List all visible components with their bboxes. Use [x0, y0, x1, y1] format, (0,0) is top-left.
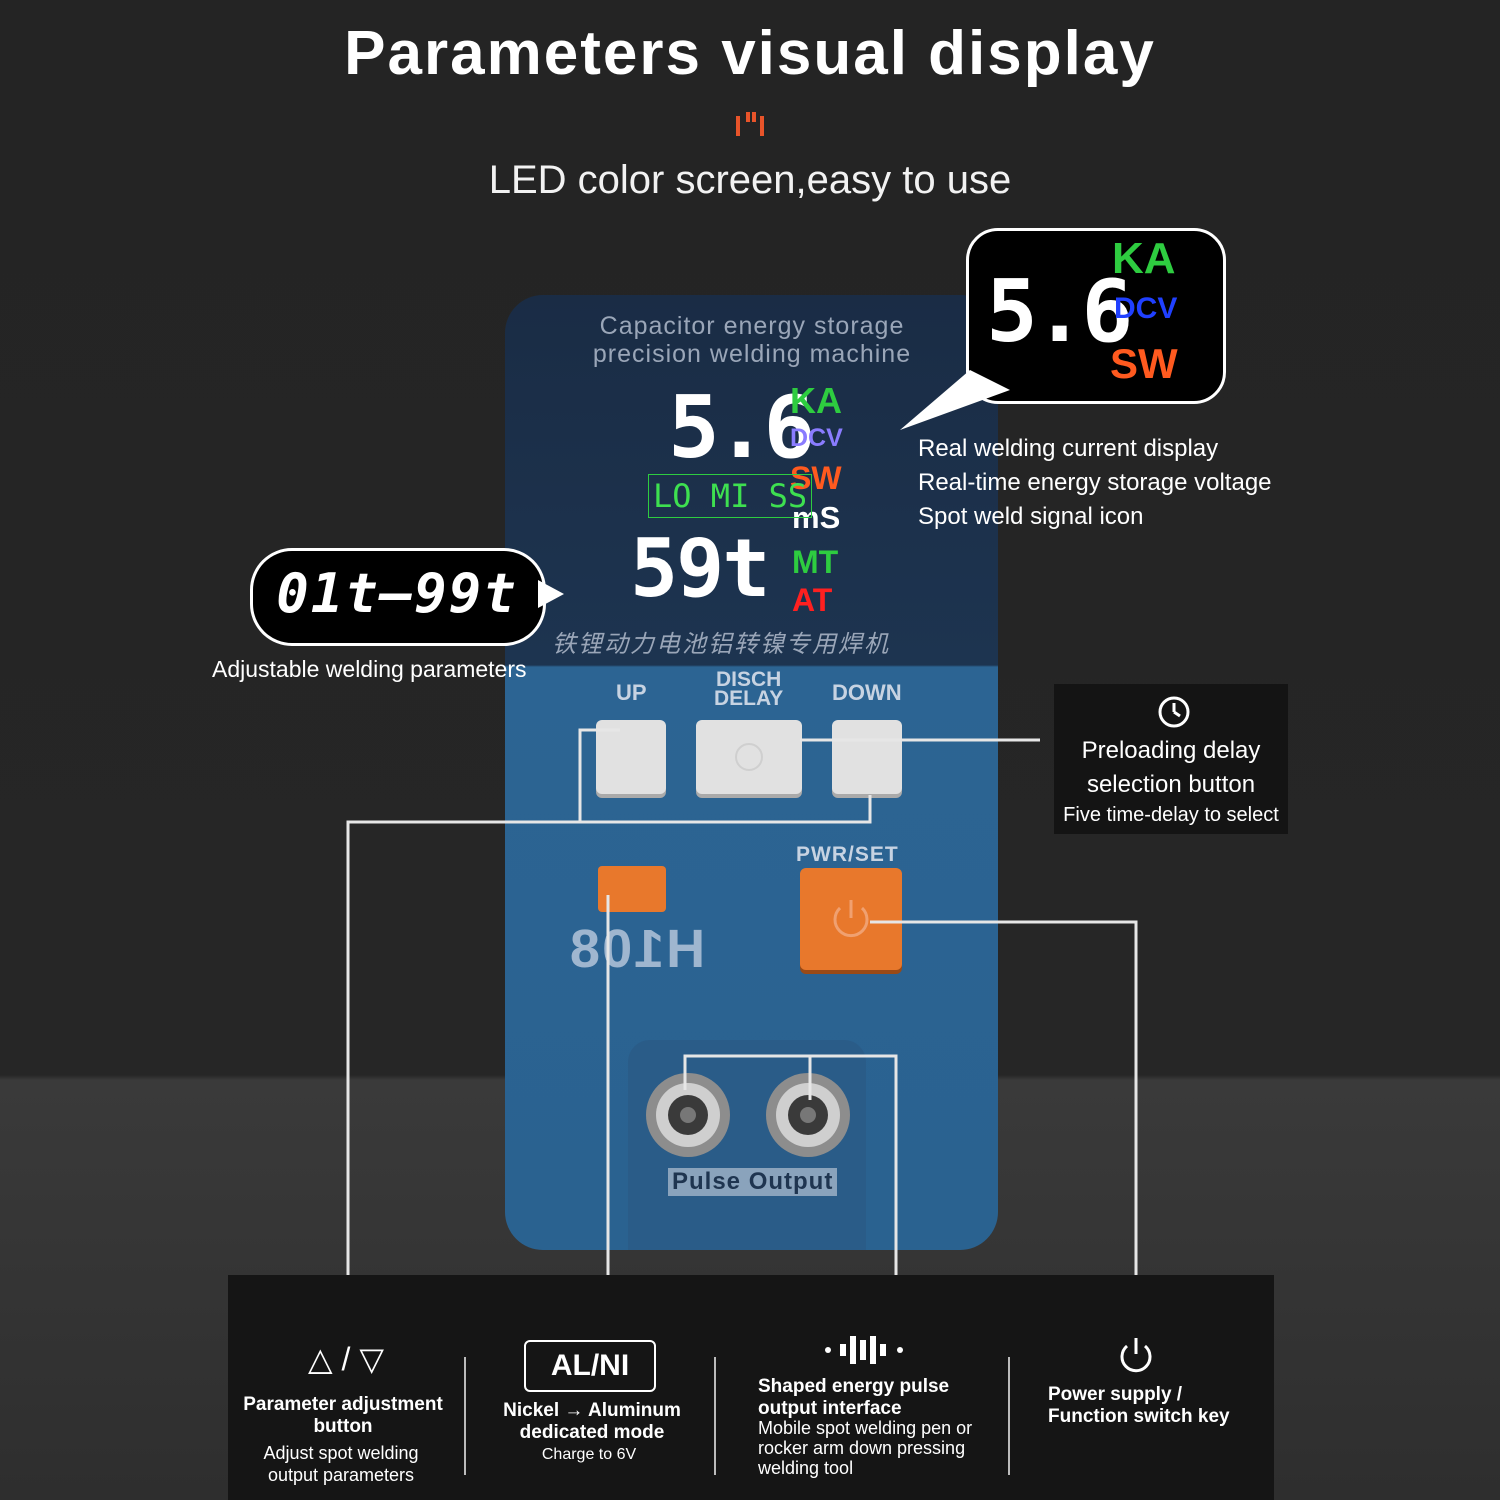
decorative-mark-icon [736, 112, 764, 136]
legend-col1-subtitle: Adjust spot welding output parameters [228, 1442, 454, 1486]
col3-sub-line2: rocker arm down pressing [758, 1438, 966, 1458]
unit-sw-label: SW [790, 460, 842, 496]
mode-indicator: LO MI SS [648, 474, 813, 518]
description-line1: Real welding current display [918, 435, 1219, 462]
legend-divider-3 [1008, 1357, 1010, 1475]
description-line3: Spot weld signal icon [918, 503, 1144, 530]
col3-sub-line1: Mobile spot welding pen or [758, 1418, 973, 1438]
col2-title-line1: Nickel → Aluminum [503, 1400, 681, 1421]
up-button[interactable] [596, 720, 666, 794]
delay-callout-box [1054, 684, 1288, 834]
pulse-output-left-socket[interactable] [640, 1070, 740, 1160]
down-button-label: DOWN [832, 680, 902, 705]
down-button[interactable] [832, 720, 902, 794]
current-display-description: Real welding current display Real-time e… [918, 432, 1272, 534]
col1-sub-line2: output parameters [267, 1465, 415, 1485]
legend-col1-title: Parameter adjustment button [228, 1394, 458, 1438]
unit-mt-label: MT [792, 544, 839, 580]
up-down-arrows-icon: △ / ▽ [308, 1341, 384, 1377]
description-line2: Real-time energy storage voltage [918, 469, 1272, 496]
pulse-wave-icon [825, 1336, 903, 1364]
legend-col3-title: Shaped energy pulse output interface [758, 1376, 949, 1420]
disch-label-line2: DELAY [714, 687, 784, 710]
disch-delay-button[interactable] [696, 720, 802, 794]
pwr-set-button[interactable] [800, 868, 902, 970]
screen-label-line2: precision welding machine [592, 340, 912, 368]
device-main-reading: 5.6 [668, 378, 815, 478]
screen-label-line1: Capacitor energy storage [599, 312, 905, 340]
legend-divider-1 [464, 1357, 466, 1475]
unit-ka-label: KA [790, 380, 842, 421]
parameter-range-caption: Adjustable welding parameters [212, 656, 527, 682]
disch-label-line1: DISCH [715, 668, 782, 691]
parameter-range-value: 01t—99t [276, 562, 518, 625]
legend-col2-title: Nickel → Aluminum dedicated mode [482, 1400, 702, 1444]
callout-unit-sw: SW [1110, 340, 1178, 387]
callout-unit-ka: KA [1112, 234, 1176, 283]
current-display-callout [966, 228, 1226, 404]
col4-title-line2: Function switch key [1048, 1406, 1230, 1427]
legend-divider-2 [714, 1357, 716, 1475]
col3-title-line1: Shaped energy pulse [758, 1376, 950, 1397]
clock-icon [735, 743, 763, 771]
delay-callout-subtitle: Five time-delay to select [1063, 804, 1279, 826]
device-chinese-label: 铁锂动力电池铝转镍专用焊机 [552, 631, 890, 658]
unit-dcv-label: DCV [790, 424, 843, 452]
pulse-output-label: Pulse Output [668, 1168, 838, 1196]
clock-icon [1158, 696, 1190, 728]
callout-reading: 5.6 [986, 262, 1133, 362]
device-screen-label: Capacitor energy storage precision weldi… [562, 312, 942, 368]
pulse-output-right-socket[interactable] [760, 1070, 860, 1160]
col1-title-line1: Parameter adjustment [243, 1394, 443, 1415]
page-subtitle: LED color screen,easy to use [488, 158, 1012, 202]
callout-pointer [900, 370, 1010, 430]
delay-callout-title: Preloading delay selection button [1054, 734, 1288, 802]
disch-delay-label: DISCH DELAY [714, 668, 784, 710]
delay-title-line2: selection button [1086, 771, 1256, 798]
power-icon [1120, 1338, 1152, 1373]
callout-unit-dcv: DCV [1114, 292, 1178, 325]
col3-sub-line3: welding tool [758, 1458, 854, 1478]
pwr-set-label: PWR/SET [796, 843, 899, 866]
delay-title-line1: Preloading delay [1081, 737, 1261, 764]
callout-left-pointer [538, 580, 564, 608]
feature-legend-panel [228, 1275, 1274, 1500]
page-title: Parameters visual display [344, 19, 1156, 88]
power-icon [833, 900, 869, 938]
legend-col3-subtitle: Mobile spot welding pen or rocker arm do… [758, 1418, 972, 1478]
col1-title-line2: button [313, 1416, 373, 1437]
unit-at-label: AT [792, 582, 833, 618]
legend-col2-subtitle: Charge to 6V [541, 1446, 637, 1463]
col3-title-line2: output interface [758, 1398, 902, 1419]
up-button-label: UP [616, 680, 647, 705]
col1-sub-line1: Adjust spot welding [263, 1443, 419, 1463]
col4-title-line1: Power supply / [1048, 1384, 1183, 1405]
al-ni-badge: AL/NI [524, 1340, 656, 1392]
col2-title-line2: dedicated mode [519, 1422, 665, 1443]
device-second-reading: 59t [630, 522, 770, 615]
legend-col4-title: Power supply / Function switch key [1048, 1384, 1230, 1428]
